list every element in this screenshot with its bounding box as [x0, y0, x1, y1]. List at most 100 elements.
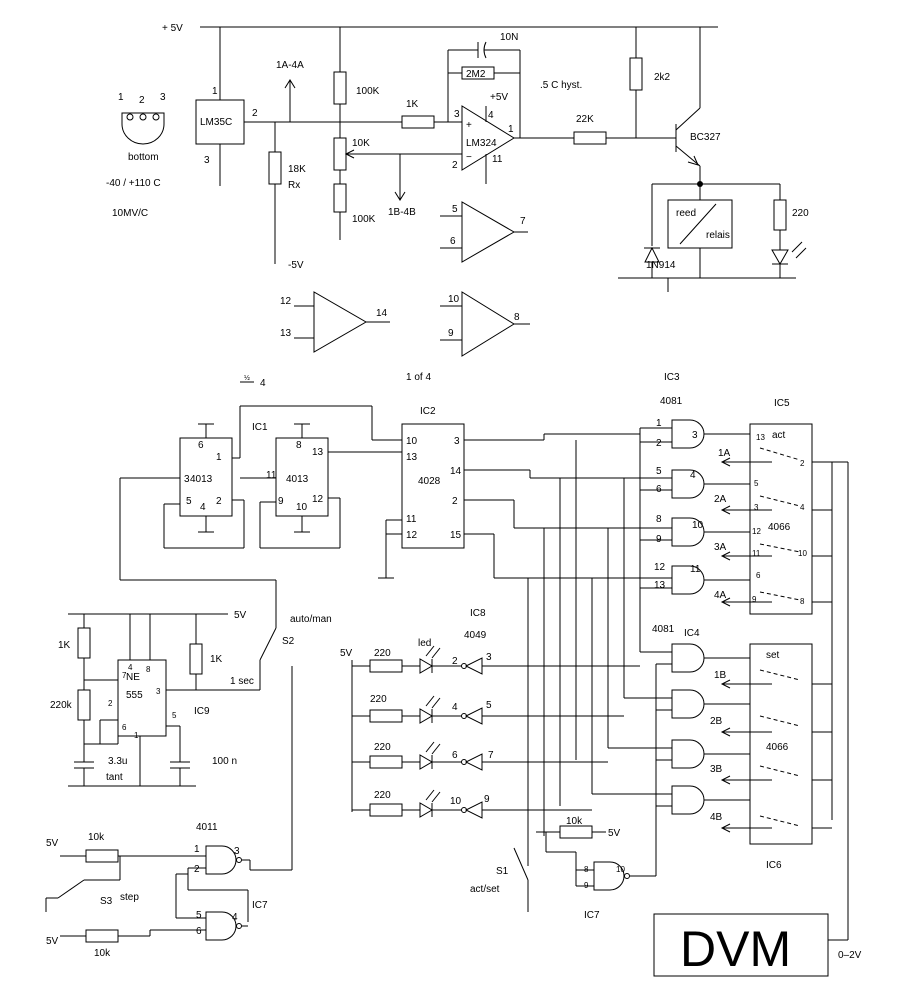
ic7a-pin1: 1 [194, 844, 200, 855]
ic3-pin12: 12 [654, 562, 666, 573]
r18k-label: 18K [288, 164, 306, 175]
ic8-indicators: IC8 4049 led 5V [340, 608, 487, 812]
opamp-12-13-14: 12 13 14 [280, 291, 390, 353]
ne555-line2: 555 [126, 690, 143, 701]
ic9-pin8: 8 [146, 665, 151, 674]
vminus-label: -5V [288, 260, 304, 271]
lm35-pin1: 1 [212, 86, 218, 97]
ic2-pin3: 3 [454, 436, 460, 447]
r220-3: 220 [374, 742, 391, 753]
ic7b-pin6: 6 [196, 926, 202, 937]
ic8-chip: 4049 [464, 630, 487, 641]
opamp-pin14: 14 [376, 308, 388, 319]
power-rail-top: + 5V [162, 23, 718, 34]
ic5-out-2a: 2A [714, 494, 727, 505]
r100k-bot-label: 100K [352, 214, 376, 225]
led-label: led [418, 638, 431, 649]
ic2-decoder: IC2 4028 10 13 11 12 3 14 2 15 [378, 406, 672, 579]
r1k-a-label: 1K [58, 640, 71, 651]
ic1a-chip: 4013 [190, 474, 213, 485]
driver: 22K 2k2 BC327 [573, 27, 721, 187]
ic7a-pin3: 3 [234, 846, 240, 857]
ic5-out-3a: 3A [714, 542, 727, 553]
divider: 100K 10K 100K [333, 27, 448, 240]
ic7-label-2: IC7 [584, 910, 600, 921]
opamp-pin10: 10 [448, 294, 460, 305]
opamp-pin11: 11 [492, 154, 503, 165]
ic4-label: IC4 [684, 628, 700, 639]
opamp-pin13: 13 [280, 328, 292, 339]
ic3-pin6: 6 [656, 484, 662, 495]
switch-s1: S1 act/set 10k 5V 8 9 10 IC7 [470, 816, 657, 921]
ic5-pin11: 11 [752, 549, 761, 558]
opamp-pin8: 8 [514, 312, 520, 323]
ic9-pin5: 5 [172, 711, 177, 720]
ic5-pin3: 3 [754, 503, 759, 512]
timer-vcc: 5V [234, 610, 247, 621]
ic7b-pin5: 5 [196, 910, 202, 921]
ic1-label: IC1 [252, 422, 268, 433]
resistor-1k: 1K [401, 99, 462, 129]
ic9-timer: 5V 1K 220k NE 555 4 8 7 2 6 1 3 5 1K 1 s… [50, 610, 260, 787]
relay-label-1: reed [676, 208, 696, 219]
ic9-pin6: 6 [122, 723, 127, 732]
ic5-pin9: 9 [752, 595, 757, 604]
bc327-label: BC327 [690, 132, 721, 143]
ic5-pin8: 8 [800, 597, 805, 606]
ic3-label: IC3 [664, 372, 680, 383]
ic2-pin11: 11 [406, 514, 417, 525]
ic5-label: IC5 [774, 398, 790, 409]
relay-stage: 1N914 reed relais 220 [618, 183, 809, 292]
c33-label: 3.3u [108, 756, 127, 767]
tant-label: tant [106, 772, 123, 783]
opamp-label: LM324 [466, 138, 497, 149]
ic6-out-4b: 4B [710, 812, 723, 823]
ic1-flipflops: IC1 4013 6 1 3 5 4 2 4013 8 13 11 9 10 1… [119, 405, 402, 628]
ic8-pin7: 7 [488, 750, 494, 761]
led-vcc: 5V [340, 648, 353, 659]
pinout-view: bottom [128, 152, 159, 163]
ic6-label: IC6 [766, 860, 782, 871]
opamp-pin6: 6 [450, 236, 456, 247]
test-1b4b: 1B-4B [388, 154, 416, 218]
led-row-1: 220 2 3 [352, 645, 640, 675]
r10k-2-label: 10k [94, 948, 111, 959]
bus-lines [527, 434, 641, 848]
ic2-chip: 4028 [418, 476, 441, 487]
ic9-pin3: 3 [156, 687, 161, 696]
ic3-and-gates: IC3 4081 1 2 3 5 6 4 8 9 10 12 13 11 [639, 372, 750, 595]
ic1a-pin5: 5 [186, 496, 192, 507]
ic1b-pin8: 8 [296, 440, 302, 451]
r1k-label: 1K [406, 99, 419, 110]
r2k2-label: 2k2 [654, 72, 671, 83]
ic8-pin4: 4 [452, 702, 458, 713]
opamp-pin2: 2 [452, 160, 458, 171]
led-row-3: 220 6 7 [352, 741, 608, 771]
ic9-pin7: 7 [122, 671, 127, 680]
opamp-pin9: 9 [448, 328, 454, 339]
s1-label: S1 [496, 866, 509, 877]
divider-note: ½ 4 1 of 4 [240, 372, 431, 389]
ic8-pin3: 3 [486, 652, 492, 663]
r220-1: 220 [374, 648, 391, 659]
ic2-label: IC2 [420, 406, 436, 417]
ic5-chip: 4066 [768, 522, 791, 533]
ic4-chip: 4081 [652, 624, 675, 635]
ic1b-pin11: 11 [266, 470, 277, 481]
sensor-scale: 10MV/C [112, 208, 148, 219]
div4-label: 4 [260, 378, 266, 389]
step-vcc-2: 5V [46, 936, 59, 947]
ic5-pin10: 10 [798, 549, 807, 558]
ic1a-pin4: 4 [200, 502, 206, 513]
led-row-4: 220 10 9 [352, 789, 592, 819]
automan-label: auto/man [290, 614, 332, 625]
step-label: step [120, 892, 139, 903]
ic5-pin13: 13 [756, 433, 765, 442]
dvm-label: DVM [680, 921, 791, 977]
step-vcc-1: 5V [46, 838, 59, 849]
ic5-out-1a: 1A [718, 448, 731, 459]
ic3-pin8: 8 [656, 514, 662, 525]
ic2-pin2: 2 [452, 496, 458, 507]
